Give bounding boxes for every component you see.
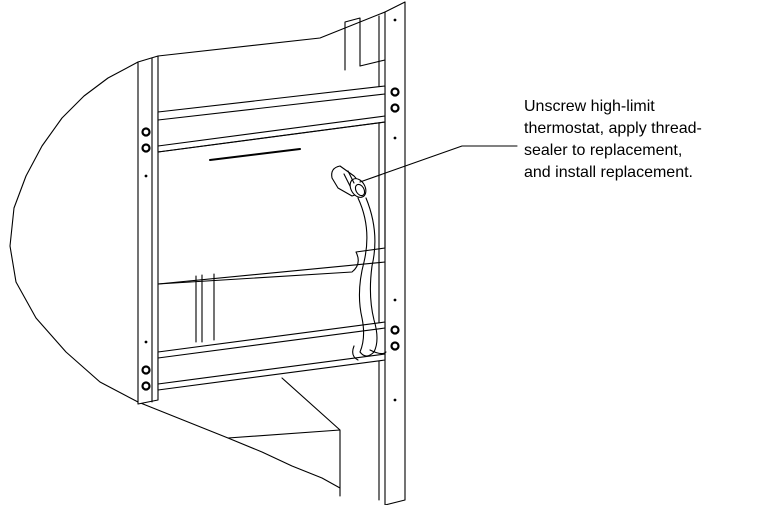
upper-rail-edge	[157, 93, 386, 121]
right-post-hole	[390, 103, 400, 113]
top-back-wall	[157, 11, 386, 57]
right-post-rivet	[393, 398, 397, 402]
bottom-housing	[227, 377, 341, 497]
lower-horizontal-rail	[157, 321, 386, 391]
callout-line-3: sealer to replacement,	[524, 142, 683, 159]
right-post-hole	[390, 341, 400, 351]
top-notch-diagonal	[359, 59, 386, 67]
lower-rail-edge	[157, 327, 386, 359]
top-notch	[344, 17, 361, 71]
left-post-hole	[141, 365, 151, 375]
callout-leader-line	[359, 145, 518, 183]
left-post-hole	[141, 127, 151, 137]
right-frame-post	[384, 1, 406, 506]
access-panel	[157, 121, 386, 285]
right-post-rivet	[393, 298, 397, 302]
right-post-hole	[390, 325, 400, 335]
left-frame-post	[137, 55, 159, 405]
left-post-rivet	[144, 340, 148, 344]
cutaway-outline	[9, 61, 341, 489]
upper-horizontal-rail	[157, 85, 386, 153]
thermostat-wire	[357, 197, 378, 357]
lower-rail-lower-edge	[157, 353, 386, 385]
left-post-hole	[141, 143, 151, 153]
right-post-rivet	[393, 18, 397, 22]
lower-upright-left	[195, 273, 215, 343]
thermostat-wire-end	[352, 345, 387, 361]
panel-label-slot	[209, 148, 301, 161]
callout-line-2: thermostat, apply thread-	[524, 120, 702, 137]
lower-back-wall	[157, 261, 386, 285]
left-post-hole	[141, 381, 151, 391]
left-post-rivet	[144, 174, 148, 178]
callout-line-4: and install replacement.	[524, 164, 693, 181]
right-post-rivet	[393, 136, 397, 140]
high-limit-thermostat	[331, 165, 367, 198]
upper-rail-lower-edge	[157, 115, 386, 147]
callout-line-1: Unscrew high-limit	[524, 98, 655, 115]
instruction-callout: Unscrew high-limit thermostat, apply thr…	[524, 96, 764, 184]
right-post-hole	[390, 87, 400, 97]
